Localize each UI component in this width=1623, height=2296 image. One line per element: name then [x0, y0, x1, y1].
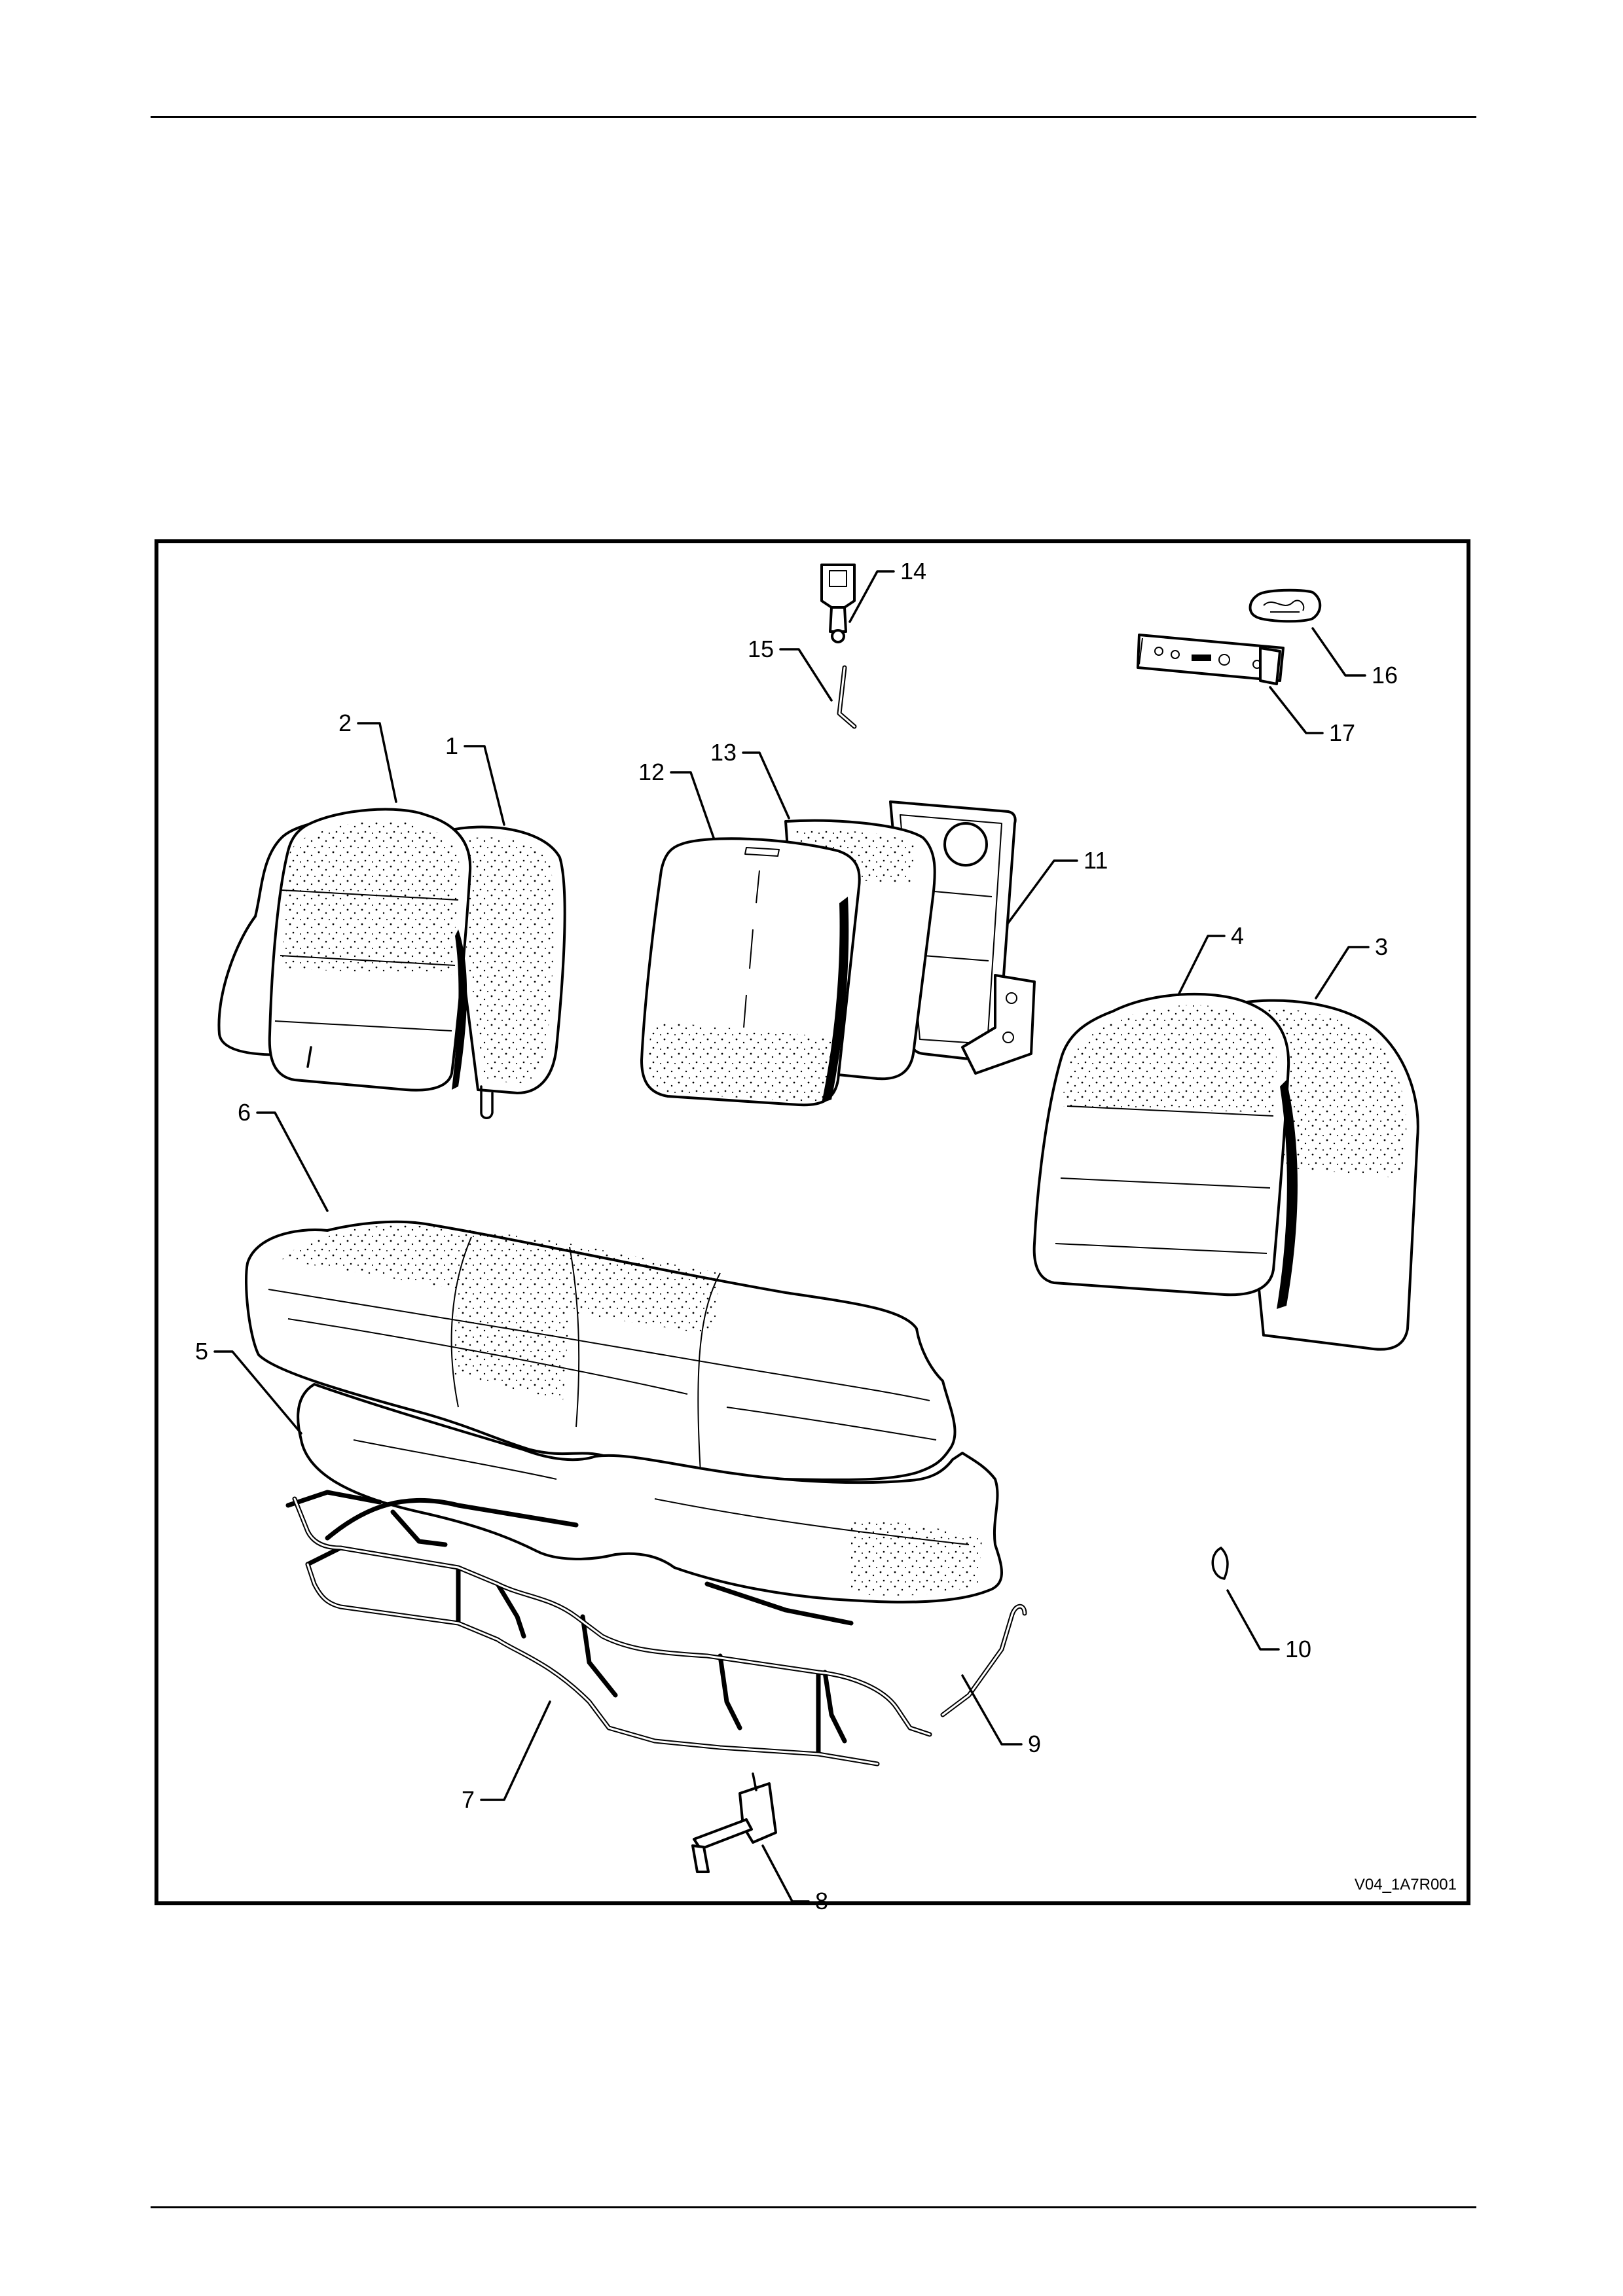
callout-3: 3 — [1375, 933, 1388, 960]
callout-14: 14 — [900, 558, 926, 584]
callout-6: 6 — [238, 1099, 251, 1126]
callout-9: 9 — [1028, 1731, 1041, 1757]
latch-and-rod — [822, 565, 854, 726]
callout-1: 1 — [445, 732, 458, 759]
clip-ring — [1213, 1548, 1228, 1579]
callout-15: 15 — [748, 636, 774, 662]
right-seat-back — [1034, 994, 1418, 1350]
figure-code: V04_1A7R001 — [1355, 1876, 1457, 1893]
callout-2: 2 — [338, 709, 352, 736]
callout-17: 17 — [1329, 719, 1355, 746]
bracket-and-clip — [1138, 590, 1320, 684]
callout-8: 8 — [815, 1888, 828, 1914]
callout-10: 10 — [1285, 1636, 1311, 1662]
callout-16: 16 — [1372, 662, 1398, 689]
callout-7: 7 — [462, 1786, 475, 1813]
callout-12: 12 — [638, 759, 665, 785]
callout-5: 5 — [195, 1338, 208, 1365]
callout-13: 13 — [710, 739, 737, 766]
center-armrest-assembly — [642, 802, 1034, 1105]
callout-4: 4 — [1231, 922, 1244, 949]
callout-11: 11 — [1084, 847, 1108, 874]
left-seat-back — [219, 810, 564, 1119]
seat-buckle — [693, 1774, 776, 1872]
